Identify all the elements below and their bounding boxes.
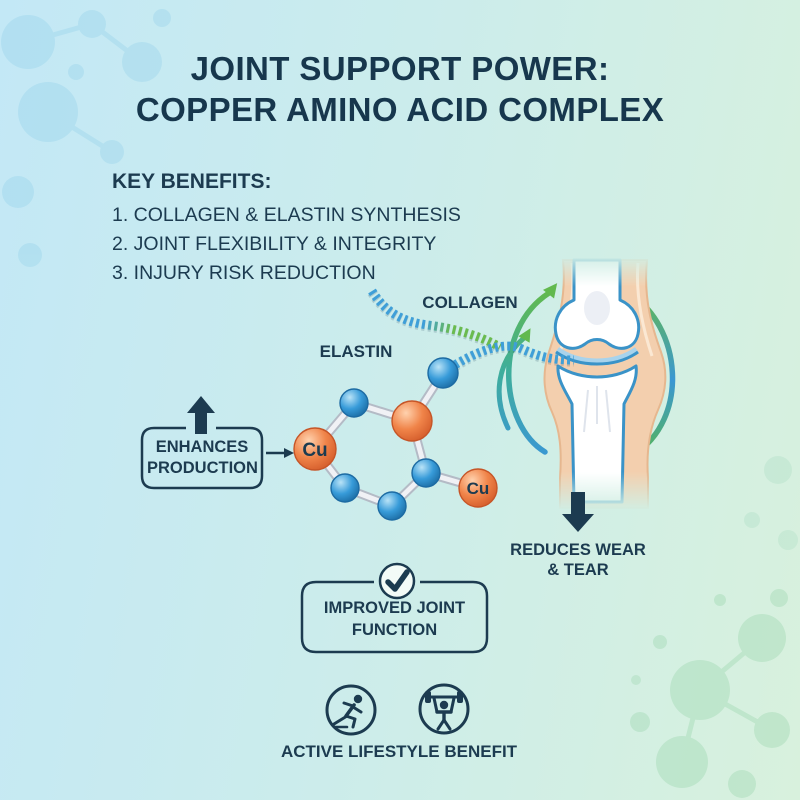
- knee-joint-illustration: [543, 258, 667, 509]
- key-benefits-section: KEY BENEFITS: 1. COLLAGEN & ELASTIN SYNT…: [112, 170, 592, 288]
- page-title: JOINT SUPPORT POWER: COPPER AMINO ACID C…: [0, 48, 800, 130]
- benefit-item-1: 1. COLLAGEN & ELASTIN SYNTHESIS: [112, 204, 461, 226]
- active-lifestyle-label: ACTIVE LIFESTYLE BENEFIT: [280, 742, 518, 761]
- copper-atom-center: [391, 400, 433, 442]
- collagen-label: COLLAGEN: [422, 293, 518, 312]
- amino-atom: [377, 491, 407, 521]
- elastin-label: ELASTIN: [319, 342, 393, 361]
- page-title-line1: JOINT SUPPORT POWER:: [190, 50, 610, 87]
- collagen-helix: [367, 288, 503, 353]
- background-molecule-decoration-mid-right: [744, 456, 798, 550]
- background-molecule-decoration-top-left: [1, 9, 171, 267]
- check-circle-icon: [378, 562, 416, 600]
- key-benefits-heading: KEY BENEFITS:: [112, 170, 272, 193]
- amino-atom: [339, 388, 369, 418]
- page-title-line2: COPPER AMINO ACID COMPLEX: [135, 91, 665, 128]
- background-molecule-decoration-bottom-right: [630, 589, 790, 798]
- cu-label-right: Cu: [467, 479, 490, 498]
- copper-molecule: Cu Cu: [293, 357, 498, 521]
- benefit-item-2: 2. JOINT FLEXIBILITY & INTEGRITY: [112, 233, 437, 255]
- enhances-production-box: [140, 426, 264, 490]
- amino-atom: [411, 458, 441, 488]
- benefit-item-3: 3. INJURY RISK REDUCTION: [112, 262, 376, 284]
- copper-atom-left: [293, 427, 337, 471]
- molecule-bonds: [310, 368, 483, 511]
- right-arrow-icon: [266, 448, 294, 458]
- up-arrow-icon: [187, 396, 215, 434]
- improved-joint-function-box: [300, 580, 489, 654]
- weightlifter-icon: [418, 683, 470, 735]
- enhances-production-label: ENHANCES PRODUCTION: [147, 438, 258, 477]
- down-arrow-icon: [562, 492, 594, 532]
- cu-label-left: Cu: [302, 440, 327, 461]
- improved-joint-function-label: IMPROVED JOINT FUNCTION: [323, 599, 466, 639]
- amino-atom: [427, 357, 459, 389]
- amino-atom: [330, 473, 360, 503]
- runner-icon: [325, 684, 377, 736]
- reduces-wear-tear-label: REDUCES WEAR & TEAR: [510, 541, 646, 579]
- elastin-helix: [447, 341, 575, 374]
- copper-atom-right: [458, 468, 498, 508]
